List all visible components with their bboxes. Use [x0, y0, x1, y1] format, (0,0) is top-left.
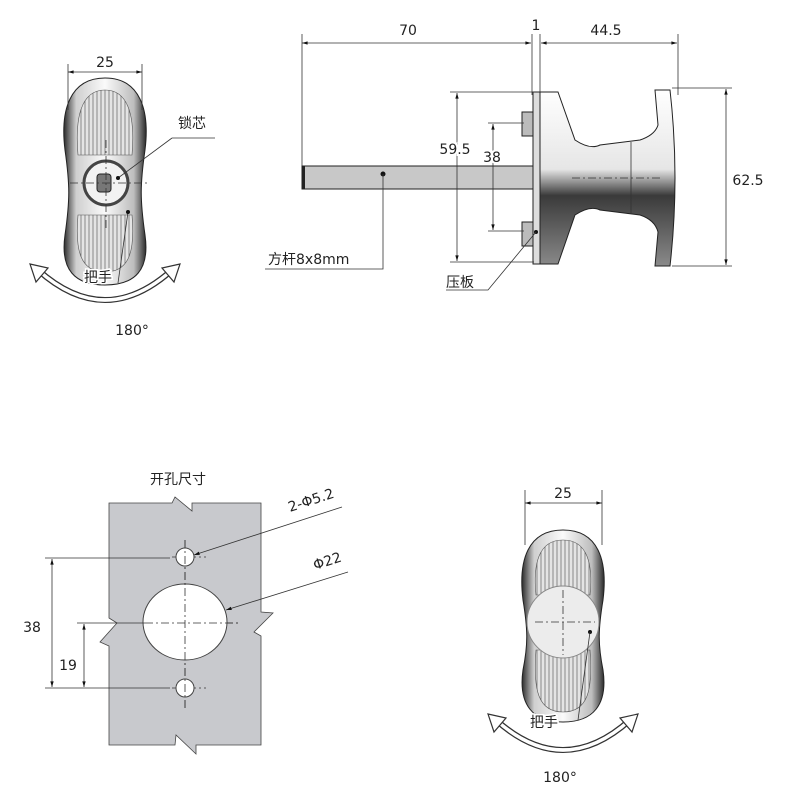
big-hole-label: Φ22 — [311, 550, 343, 574]
plate-label: 压板 — [446, 275, 474, 291]
width-dim-top: 25 — [96, 55, 114, 71]
plate-thickness-dim: 1 — [532, 18, 541, 34]
cutout-view: 开孔尺寸 38 19 2-Φ5.2 Φ22 — [23, 472, 349, 755]
front-view-top: 25 锁芯 把手 180° — [29, 55, 215, 339]
cutout-title: 开孔尺寸 — [150, 472, 206, 488]
rotation-label-top: 180° — [115, 323, 149, 339]
bolt-spacing-dim: 38 — [483, 150, 501, 166]
front-view-bottom: 25 把手 180° — [487, 486, 639, 786]
handle-label-top: 把手 — [84, 270, 112, 286]
handle-height-dim: 62.5 — [732, 173, 763, 189]
half-spacing-dim: 19 — [59, 658, 77, 674]
lock-core-label: 锁芯 — [178, 116, 206, 132]
pressure-plate — [532, 91, 541, 265]
rod-length-dim: 70 — [399, 23, 417, 39]
rod-label: 方杆8x8mm — [268, 252, 349, 268]
handle-label-bottom: 把手 — [530, 715, 558, 731]
handle-depth-dim: 44.5 — [590, 23, 621, 39]
square-rod — [301, 165, 534, 190]
width-dim-bottom: 25 — [554, 486, 572, 502]
hole-spacing-dim: 38 — [23, 620, 41, 636]
rotation-label-bottom: 180° — [543, 770, 577, 786]
side-view: 70 1 44.5 62.5 59.5 38 方杆8x8mm 压板 — [265, 18, 764, 291]
plate-height-dim: 59.5 — [439, 142, 470, 158]
